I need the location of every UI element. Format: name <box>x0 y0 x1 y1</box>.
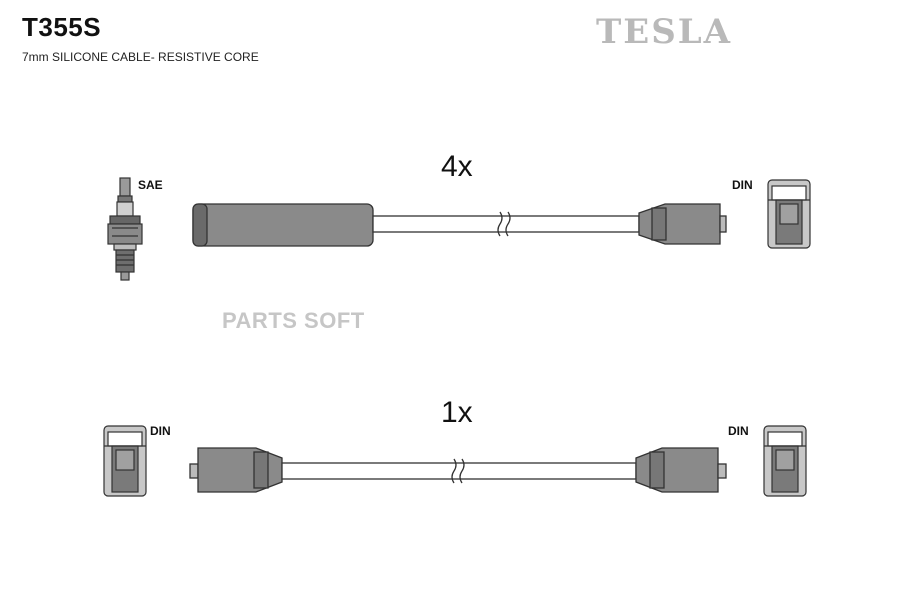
straight-boot <box>192 203 374 247</box>
connector-label: DIN <box>732 178 753 192</box>
distributor-boot <box>635 447 719 493</box>
din-terminal-icon <box>763 425 807 497</box>
connector-label: SAE <box>138 178 163 192</box>
distributor-boot <box>638 203 721 245</box>
watermark: PARTS SOFT <box>222 308 365 333</box>
cable-wire <box>281 462 637 480</box>
din-terminal-icon <box>767 179 811 249</box>
brand-logo: TESLA <box>596 12 733 52</box>
cable-1x <box>189 447 727 493</box>
cable-quantity: 1x <box>441 396 473 429</box>
distributor-boot <box>197 447 283 493</box>
connector-label: DIN <box>150 424 171 438</box>
cable-4x <box>192 203 727 247</box>
cable-quantity: 4x <box>441 150 473 183</box>
din-terminal-icon <box>103 425 147 497</box>
spark-plug-icon <box>107 177 143 281</box>
product-description: 7mm SILICONE CABLE- RESISTIVE CORE <box>22 50 259 64</box>
connector-label: DIN <box>728 424 749 438</box>
part-number: T355S <box>22 12 102 42</box>
